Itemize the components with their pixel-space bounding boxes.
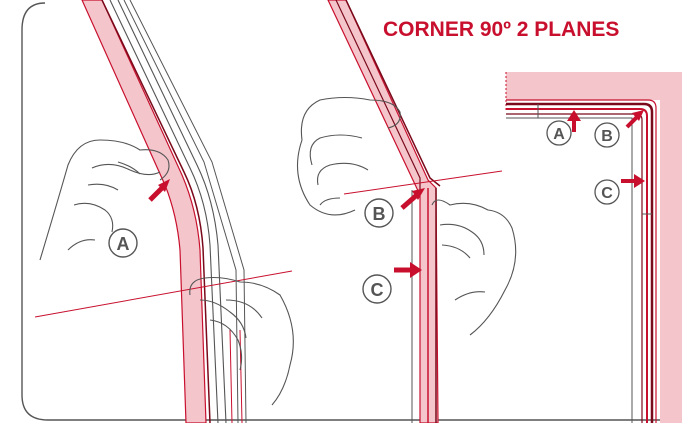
panel-3-corner — [505, 72, 682, 423]
label-b-panel-2: B — [364, 198, 394, 228]
guide-line-1 — [34, 270, 293, 318]
label-b-panel-3: B — [594, 122, 620, 148]
panel-3-arrow-a — [567, 110, 581, 132]
hand-upper-middle — [297, 96, 401, 216]
panel-frame — [21, 2, 680, 421]
label-c-panel-2: C — [362, 274, 392, 304]
hand-lower-left — [189, 276, 294, 406]
svg-text:A: A — [117, 234, 130, 254]
panel-1-arrow — [148, 179, 170, 202]
panel-3-arrow-c — [621, 174, 645, 188]
svg-text:C: C — [601, 185, 613, 202]
panel-2-arrow-c — [394, 262, 422, 278]
label-a-panel-3: A — [546, 120, 572, 146]
hand-lower-middle — [431, 199, 517, 336]
guide-line-2 — [343, 170, 503, 195]
label-a-panel-1: A — [108, 228, 138, 258]
panel-2-profile — [327, 0, 441, 423]
panel-2-arrow-b — [400, 188, 425, 210]
panel-1-profile — [81, 0, 247, 423]
label-c-panel-3: C — [594, 179, 620, 205]
panel-3-arrow-b — [625, 110, 644, 129]
hand-upper-left — [39, 139, 170, 261]
svg-text:A: A — [553, 126, 565, 143]
diagram-title: CORNER 90º 2 PLANES — [383, 18, 620, 41]
svg-text:B: B — [373, 204, 386, 224]
svg-text:C: C — [371, 280, 384, 300]
svg-text:B: B — [601, 128, 613, 145]
